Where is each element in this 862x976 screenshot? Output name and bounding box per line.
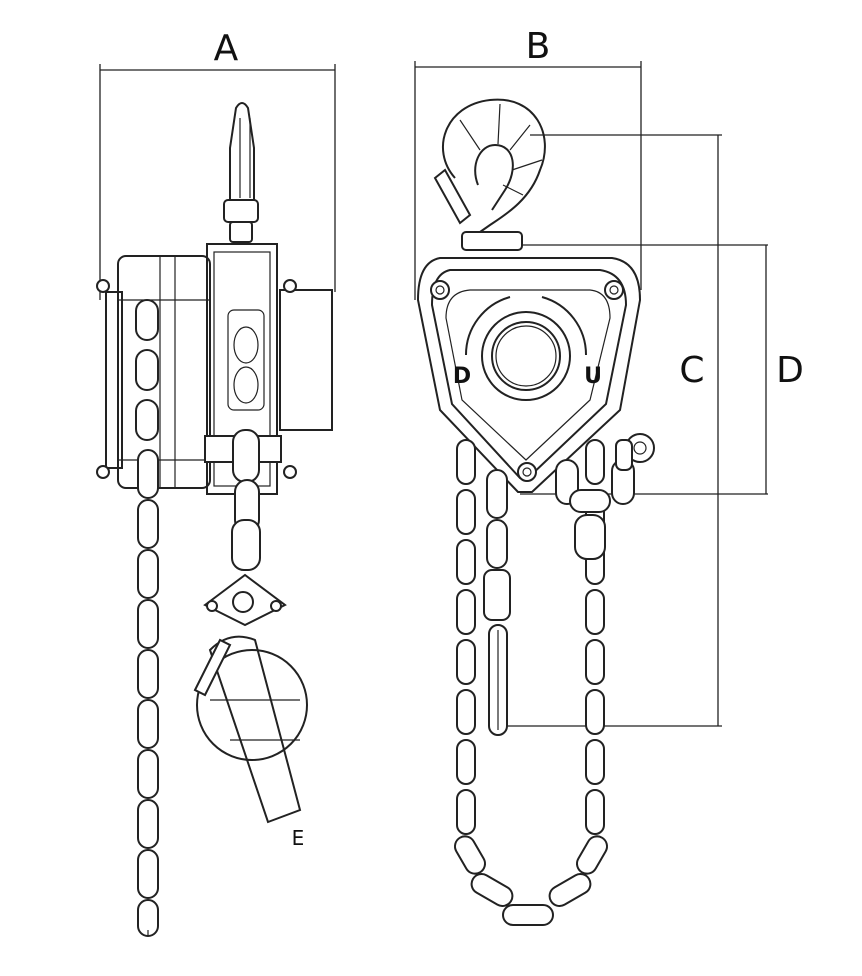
bottom-hook-side [193, 573, 308, 824]
load-chain-front [483, 469, 511, 736]
front-view: D U [416, 98, 655, 926]
top-hook-front [433, 98, 546, 251]
hoist-body-side [96, 243, 333, 495]
slack-chain-front [555, 433, 655, 560]
dimension-label-c: C [679, 350, 704, 391]
dimension-a: A [99, 28, 336, 300]
dimension-label-b: B [526, 26, 551, 67]
dimension-label-d: D [776, 350, 804, 391]
hand-chain-side [135, 299, 159, 937]
load-chain-side [231, 429, 261, 571]
dimension-c: C [500, 134, 722, 727]
down-direction-label: D [453, 364, 471, 389]
label-e: E [292, 826, 305, 850]
hand-chain-loop-front [454, 439, 608, 926]
dimension-label-a: A [214, 28, 239, 69]
dimension-d: D [500, 244, 804, 495]
top-hook-side [223, 102, 259, 243]
dimension-b: B [414, 26, 642, 300]
side-view: E [96, 102, 333, 937]
hoist-body-front: D U [416, 257, 642, 493]
up-direction-label: U [584, 364, 602, 389]
